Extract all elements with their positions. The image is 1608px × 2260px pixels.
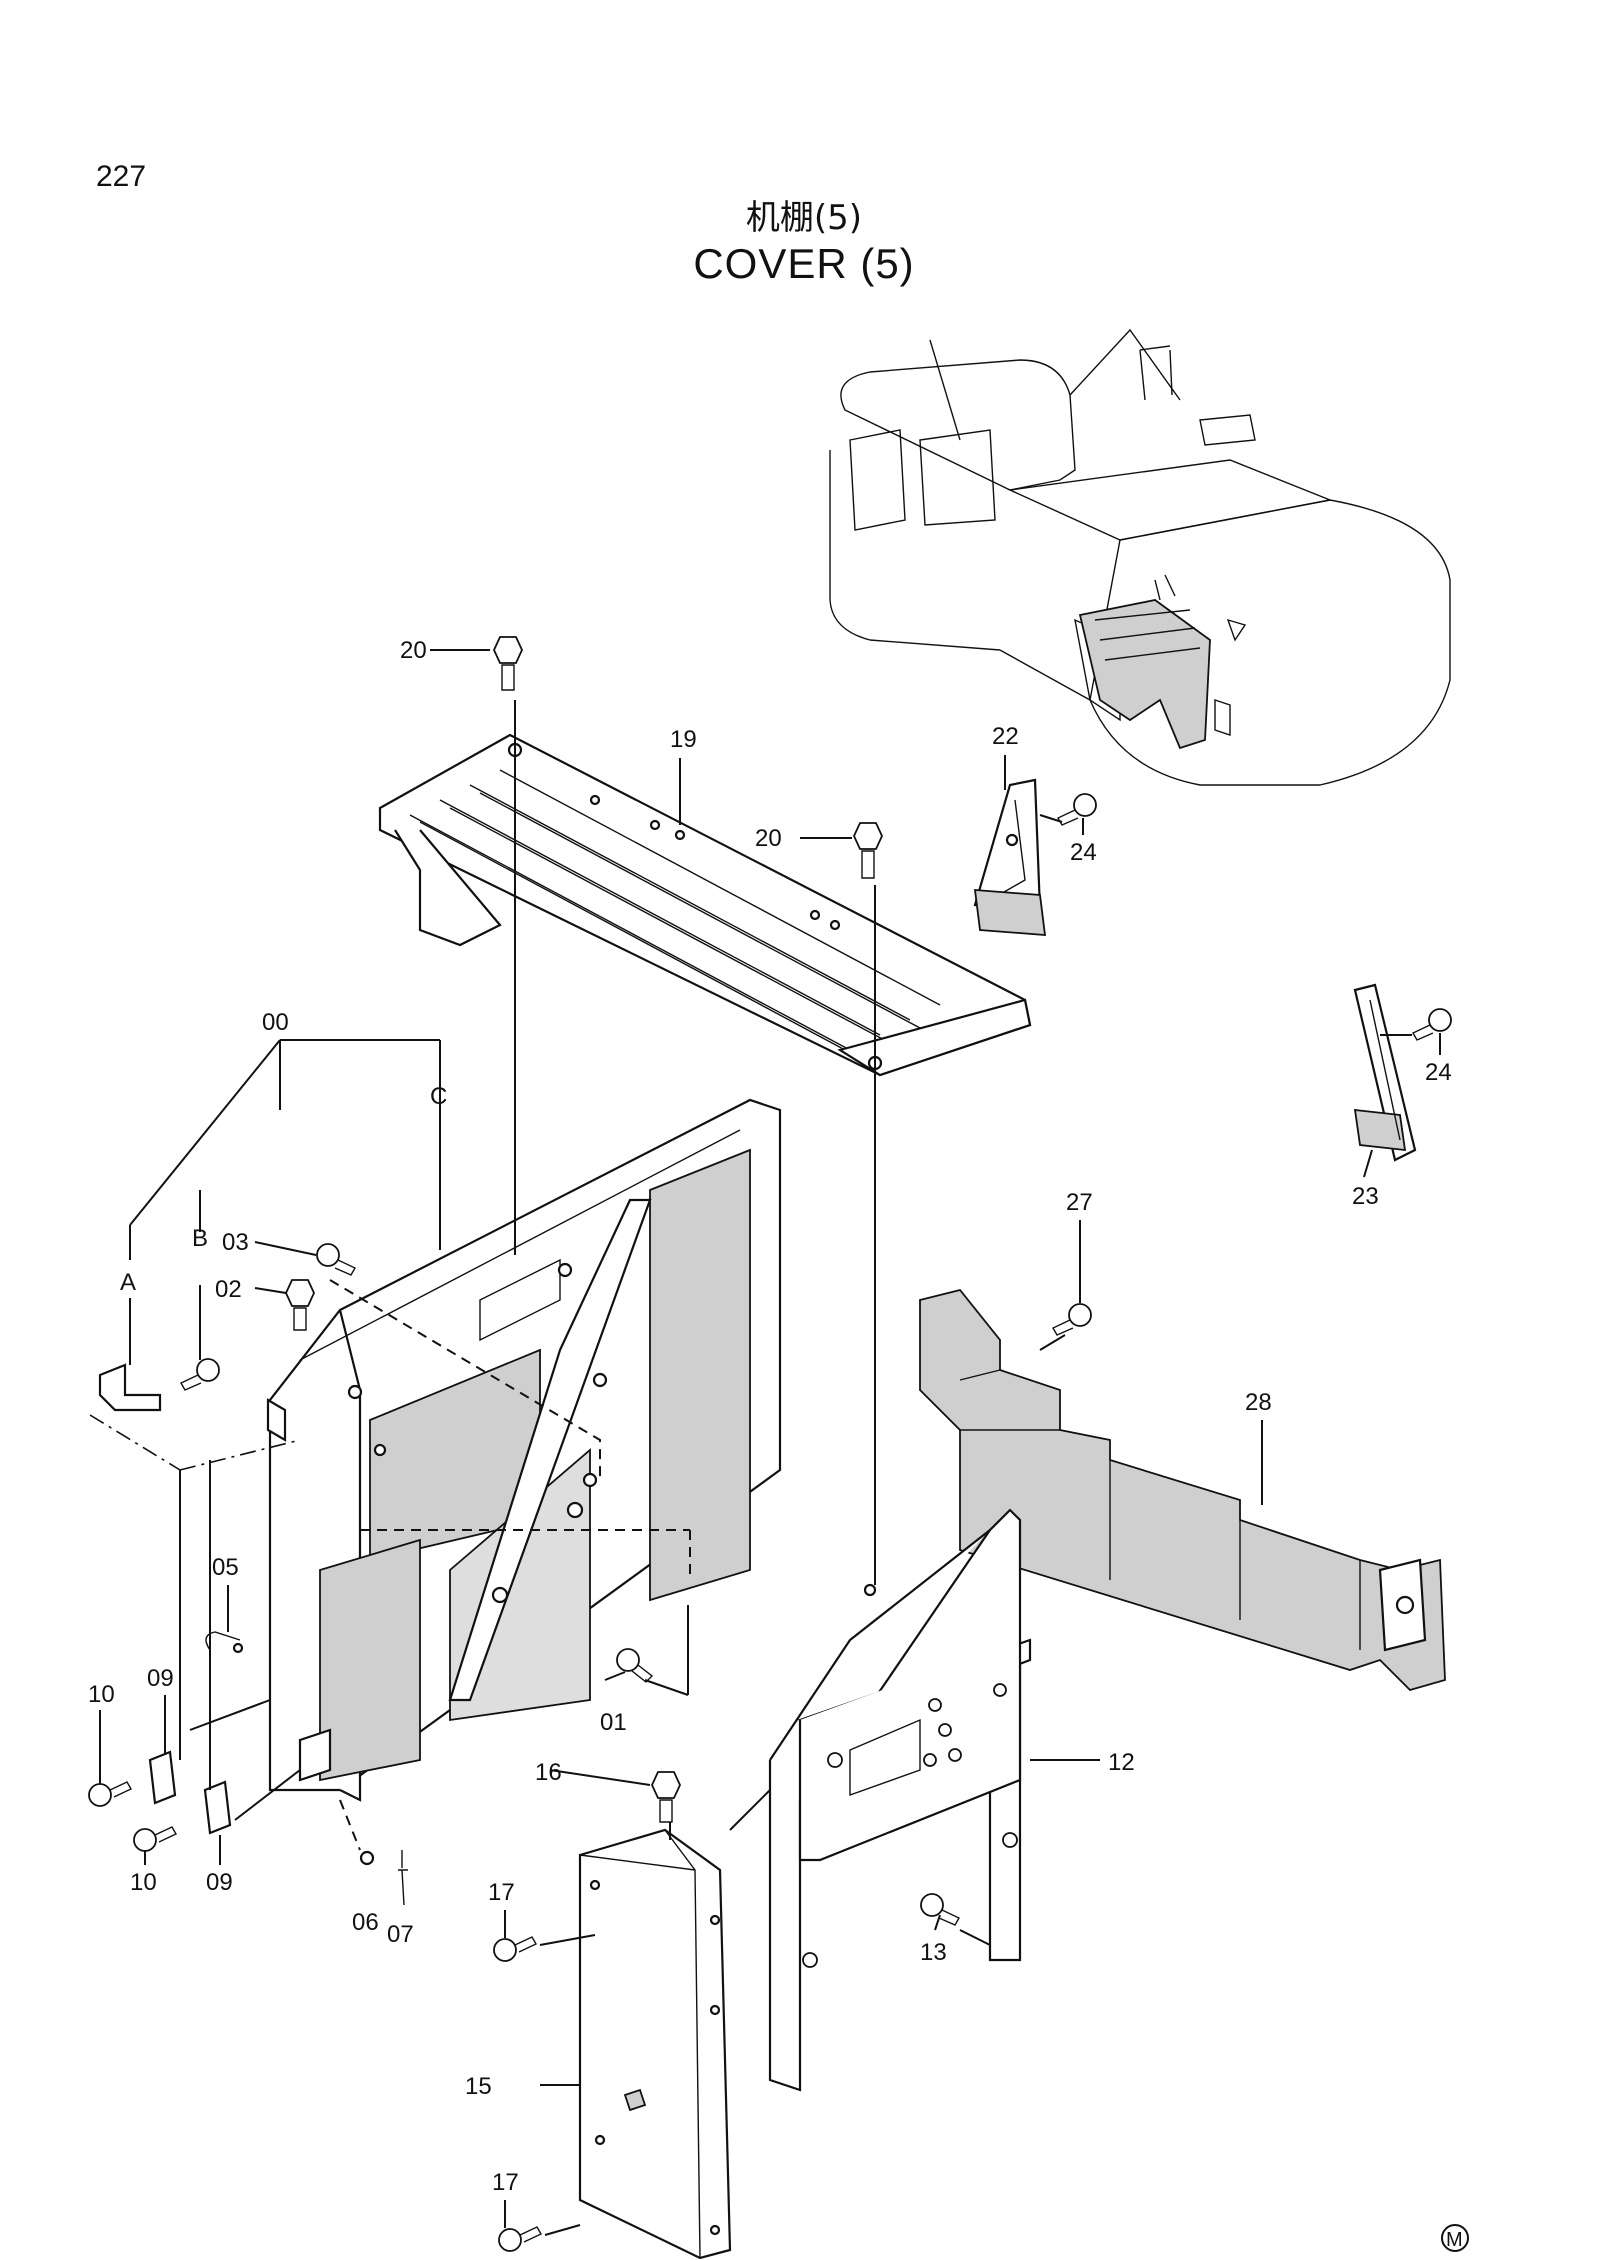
callout-C: C <box>430 1083 447 1110</box>
callout-05: 05 <box>212 1554 239 1581</box>
callout-07: 07 <box>387 1921 414 1948</box>
callout-A: A <box>120 1269 136 1296</box>
callout-03: 03 <box>222 1229 249 1256</box>
page-title-chinese: 机棚(5) <box>745 198 863 238</box>
callout-12: 12 <box>1108 1749 1135 1776</box>
mark-letter: M <box>1446 2229 1463 2251</box>
callout-17-upper: 17 <box>488 1879 515 1906</box>
pin-07 <box>398 1869 408 1906</box>
callout-16: 16 <box>535 1759 562 1786</box>
callout-20-mid: 20 <box>755 825 782 852</box>
page-number: 227 <box>96 160 147 193</box>
bolt-20-top <box>493 636 523 691</box>
bolt-B <box>180 1358 220 1391</box>
callout-02: 02 <box>215 1276 242 1303</box>
callout-B: B <box>192 1225 208 1252</box>
callout-15: 15 <box>465 2073 492 2100</box>
washer-06 <box>359 1850 375 1866</box>
callout-09-lower: 09 <box>206 1869 233 1896</box>
callout-28: 28 <box>1245 1389 1272 1416</box>
bolt-27 <box>1052 1303 1092 1336</box>
callout-19: 19 <box>670 726 697 753</box>
callout-27: 27 <box>1066 1189 1093 1216</box>
callout-10-upper: 10 <box>88 1681 115 1708</box>
bolt-03 <box>316 1243 356 1276</box>
part-12-frame <box>768 1508 1032 2092</box>
part-00-main-frame-assembly <box>266 1098 782 1802</box>
bolt-20-mid <box>853 822 883 879</box>
callout-23: 23 <box>1352 1183 1379 1210</box>
bolt-02 <box>285 1279 315 1331</box>
part-19-top-frame <box>378 733 1032 1077</box>
callout-06: 06 <box>352 1909 379 1936</box>
bolt-17-lower <box>498 2226 542 2252</box>
bolt-01 <box>616 1648 654 1683</box>
callout-10-lower: 10 <box>130 1869 157 1896</box>
bolt-17-upper <box>493 1936 537 1962</box>
excavator-overview-illustration <box>829 328 1451 786</box>
bolt-24-lower <box>1412 1008 1452 1041</box>
callout-22: 22 <box>992 723 1019 750</box>
clip-09-lower <box>203 1780 232 1835</box>
callout-13: 13 <box>920 1939 947 1966</box>
part-28-long-block <box>919 1288 1446 1692</box>
clip-09-upper <box>148 1750 177 1805</box>
callout-20-top: 20 <box>400 637 427 664</box>
part-22-bracket <box>973 778 1047 936</box>
part-23-bracket <box>1353 983 1417 1162</box>
callout-01: 01 <box>600 1709 627 1736</box>
callout-00: 00 <box>262 1009 289 1036</box>
bolt-10-lower <box>133 1826 177 1852</box>
callout-24-lower: 24 <box>1425 1059 1452 1086</box>
registered-m-mark: M <box>1441 2224 1469 2252</box>
bolt-24-upper <box>1057 793 1097 826</box>
clip-05 <box>205 1631 244 1654</box>
part-15-panel <box>578 1828 732 2260</box>
bolt-13 <box>920 1893 960 1926</box>
callout-17-lower: 17 <box>492 2169 519 2196</box>
part-A-clip <box>98 1363 162 1412</box>
page-title-english: COVER (5) <box>693 240 915 287</box>
leader-lines <box>89 649 1441 2236</box>
bolt-16 <box>651 1771 681 1823</box>
bolt-10-upper <box>88 1781 132 1807</box>
callout-09-upper: 09 <box>147 1665 174 1692</box>
callout-24-upper: 24 <box>1070 839 1097 866</box>
